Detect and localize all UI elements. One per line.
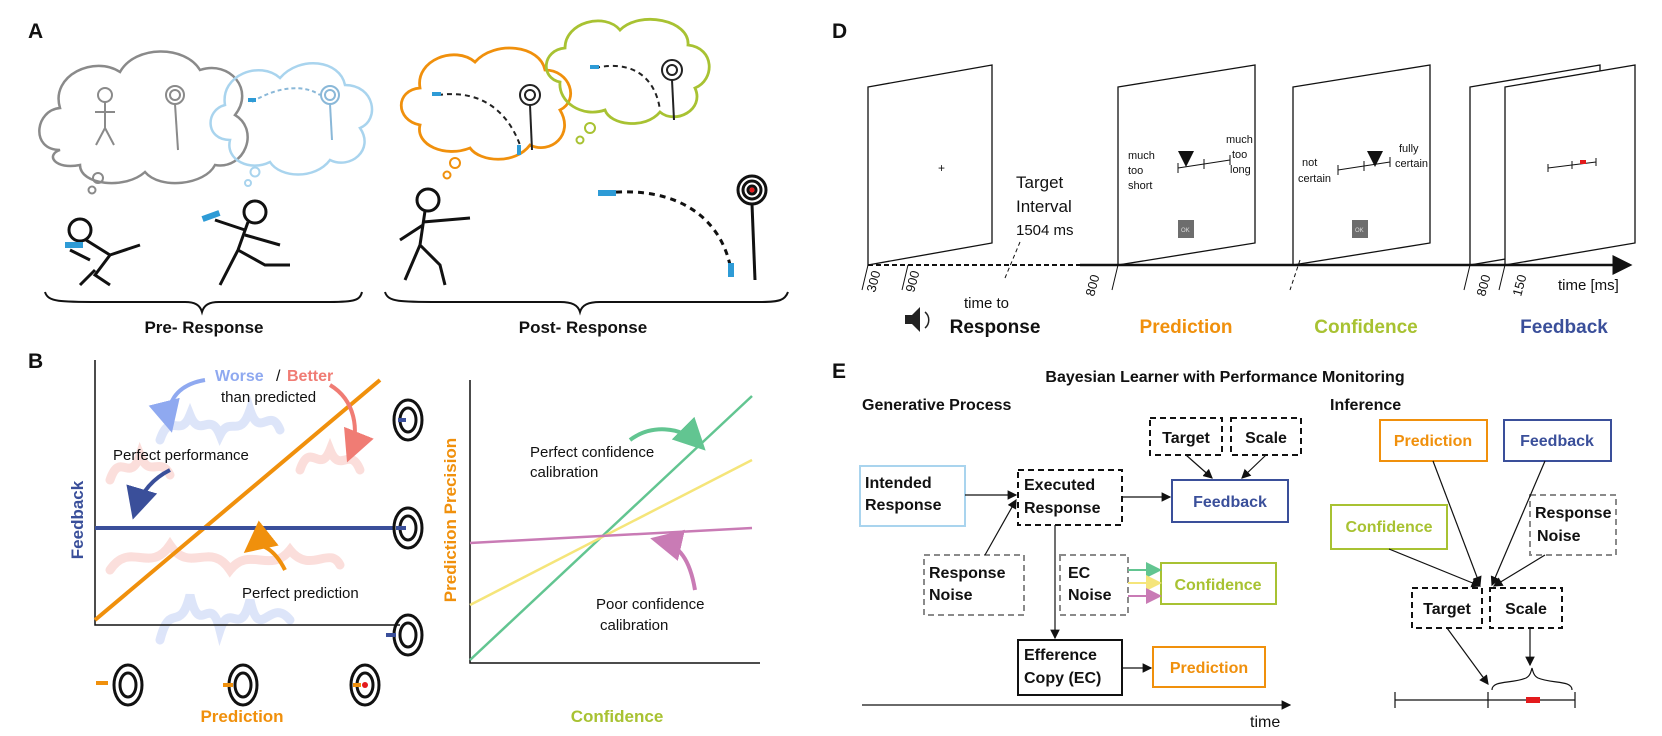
perfect-calibration-line1: Perfect confidence (530, 444, 654, 461)
generative-process-title: Generative Process (862, 397, 1012, 414)
intended-line1: Intended (865, 475, 932, 492)
cloud-lime (544, 17, 711, 125)
cloud-gray (38, 50, 249, 185)
conf-left-2: certain (1298, 173, 1331, 185)
better-label: Better (287, 368, 333, 385)
tick-800b: 800 (1473, 273, 1493, 298)
confidence-axis-label: Confidence (571, 707, 664, 726)
panel-a-letter: A (28, 20, 43, 43)
gen-confidence: Confidence (1174, 577, 1261, 594)
speaker-icon (905, 307, 930, 332)
gen-prediction: Prediction (1170, 660, 1248, 677)
efference-line1: Efference (1024, 647, 1097, 664)
tick-300: 300 (863, 269, 883, 294)
cloud-lightblue (209, 62, 374, 176)
inference-title: Inference (1330, 397, 1401, 414)
pre-response-label: Pre- Response (144, 318, 263, 337)
perfect-performance-label: Perfect performance (113, 447, 249, 464)
phase-prediction: Prediction (1140, 317, 1233, 338)
panel-b: B Worse / Better than predicted Perfect … (28, 350, 760, 726)
poor-calibration-line1: Poor confidence (596, 596, 704, 613)
executed-line1: Executed (1024, 477, 1095, 494)
prediction-precision-axis-label: Prediction Precision (441, 438, 460, 602)
intended-line2: Response (865, 497, 942, 514)
post-response-label: Post- Response (519, 318, 647, 337)
pred-right-1: much (1226, 134, 1253, 146)
panel-d: D + much too short much too long OK (832, 20, 1636, 338)
target-duration: 1504 ms (1016, 222, 1074, 239)
inf-scale: Scale (1505, 601, 1547, 618)
panel-e-letter: E (832, 360, 846, 383)
conf-right-2: certain (1395, 158, 1428, 170)
panel-d-letter: D (832, 20, 847, 43)
inf-prediction: Prediction (1394, 433, 1472, 450)
gen-scale: Scale (1245, 430, 1287, 447)
resp-noise-line1: Response (929, 565, 1006, 582)
inf-noise-line1: Response (1535, 505, 1612, 522)
prediction-screen-scale: much too short much too long OK (1128, 134, 1253, 238)
phase-feedback: Feedback (1520, 317, 1608, 338)
feedback-axis-label: Feedback (68, 480, 87, 559)
panel-b-letter: B (28, 350, 43, 373)
pred-left-3: short (1128, 180, 1152, 192)
pred-left-2: too (1128, 165, 1143, 177)
executed-line2: Response (1024, 500, 1101, 517)
target-icons (96, 398, 424, 707)
slash-label: / (276, 368, 281, 385)
prediction-axis-label: Prediction (200, 707, 283, 726)
pred-right-3: long (1230, 164, 1251, 176)
inf-noise-line2: Noise (1537, 528, 1581, 545)
interval-label: Interval (1016, 197, 1072, 216)
panel-e-title: Bayesian Learner with Performance Monito… (1045, 369, 1404, 386)
target-label: Target (1016, 173, 1064, 192)
panel-a: A (28, 17, 789, 337)
time-ms-label: time [ms] (1558, 277, 1619, 294)
perfect-prediction-label: Perfect prediction (242, 585, 359, 602)
trial-screens (867, 64, 1636, 266)
pred-right-2: too (1232, 149, 1247, 161)
phase-confidence: Confidence (1314, 317, 1417, 338)
ec-noise-line1: EC (1068, 565, 1091, 582)
fixation-cross: + (938, 161, 945, 175)
than-predicted-label: than predicted (221, 389, 316, 406)
perfect-calibration-line2: calibration (530, 464, 598, 481)
worse-label: Worse (215, 368, 264, 385)
poor-calibration-line2: calibration (600, 617, 668, 634)
gen-target: Target (1162, 430, 1210, 447)
stick-figures (67, 174, 768, 287)
inf-confidence: Confidence (1345, 519, 1432, 536)
tick-800a: 800 (1082, 273, 1102, 298)
ec-noise-line2: Noise (1068, 587, 1112, 604)
pred-ok-button: OK (1181, 228, 1190, 234)
conf-right-1: fully (1399, 143, 1419, 155)
gen-feedback: Feedback (1193, 494, 1267, 511)
confidence-screen-scale: not certain fully certain OK (1298, 143, 1428, 238)
resp-noise-line2: Noise (929, 587, 973, 604)
pred-left-1: much (1128, 150, 1155, 162)
time-label: time (1250, 714, 1280, 731)
time-to-label: time to (964, 295, 1009, 312)
inf-target: Target (1423, 601, 1471, 618)
panel-e: E Bayesian Learner with Performance Moni… (832, 360, 1617, 731)
conf-left-1: not (1302, 157, 1317, 169)
conf-ok-button: OK (1355, 228, 1364, 234)
phase-response: Response (950, 317, 1041, 338)
tick-900: 900 (902, 269, 922, 294)
inf-feedback: Feedback (1520, 433, 1594, 450)
tick-150: 150 (1509, 273, 1529, 298)
efference-line2: Copy (EC) (1024, 670, 1101, 687)
cloud-orange (400, 46, 572, 161)
